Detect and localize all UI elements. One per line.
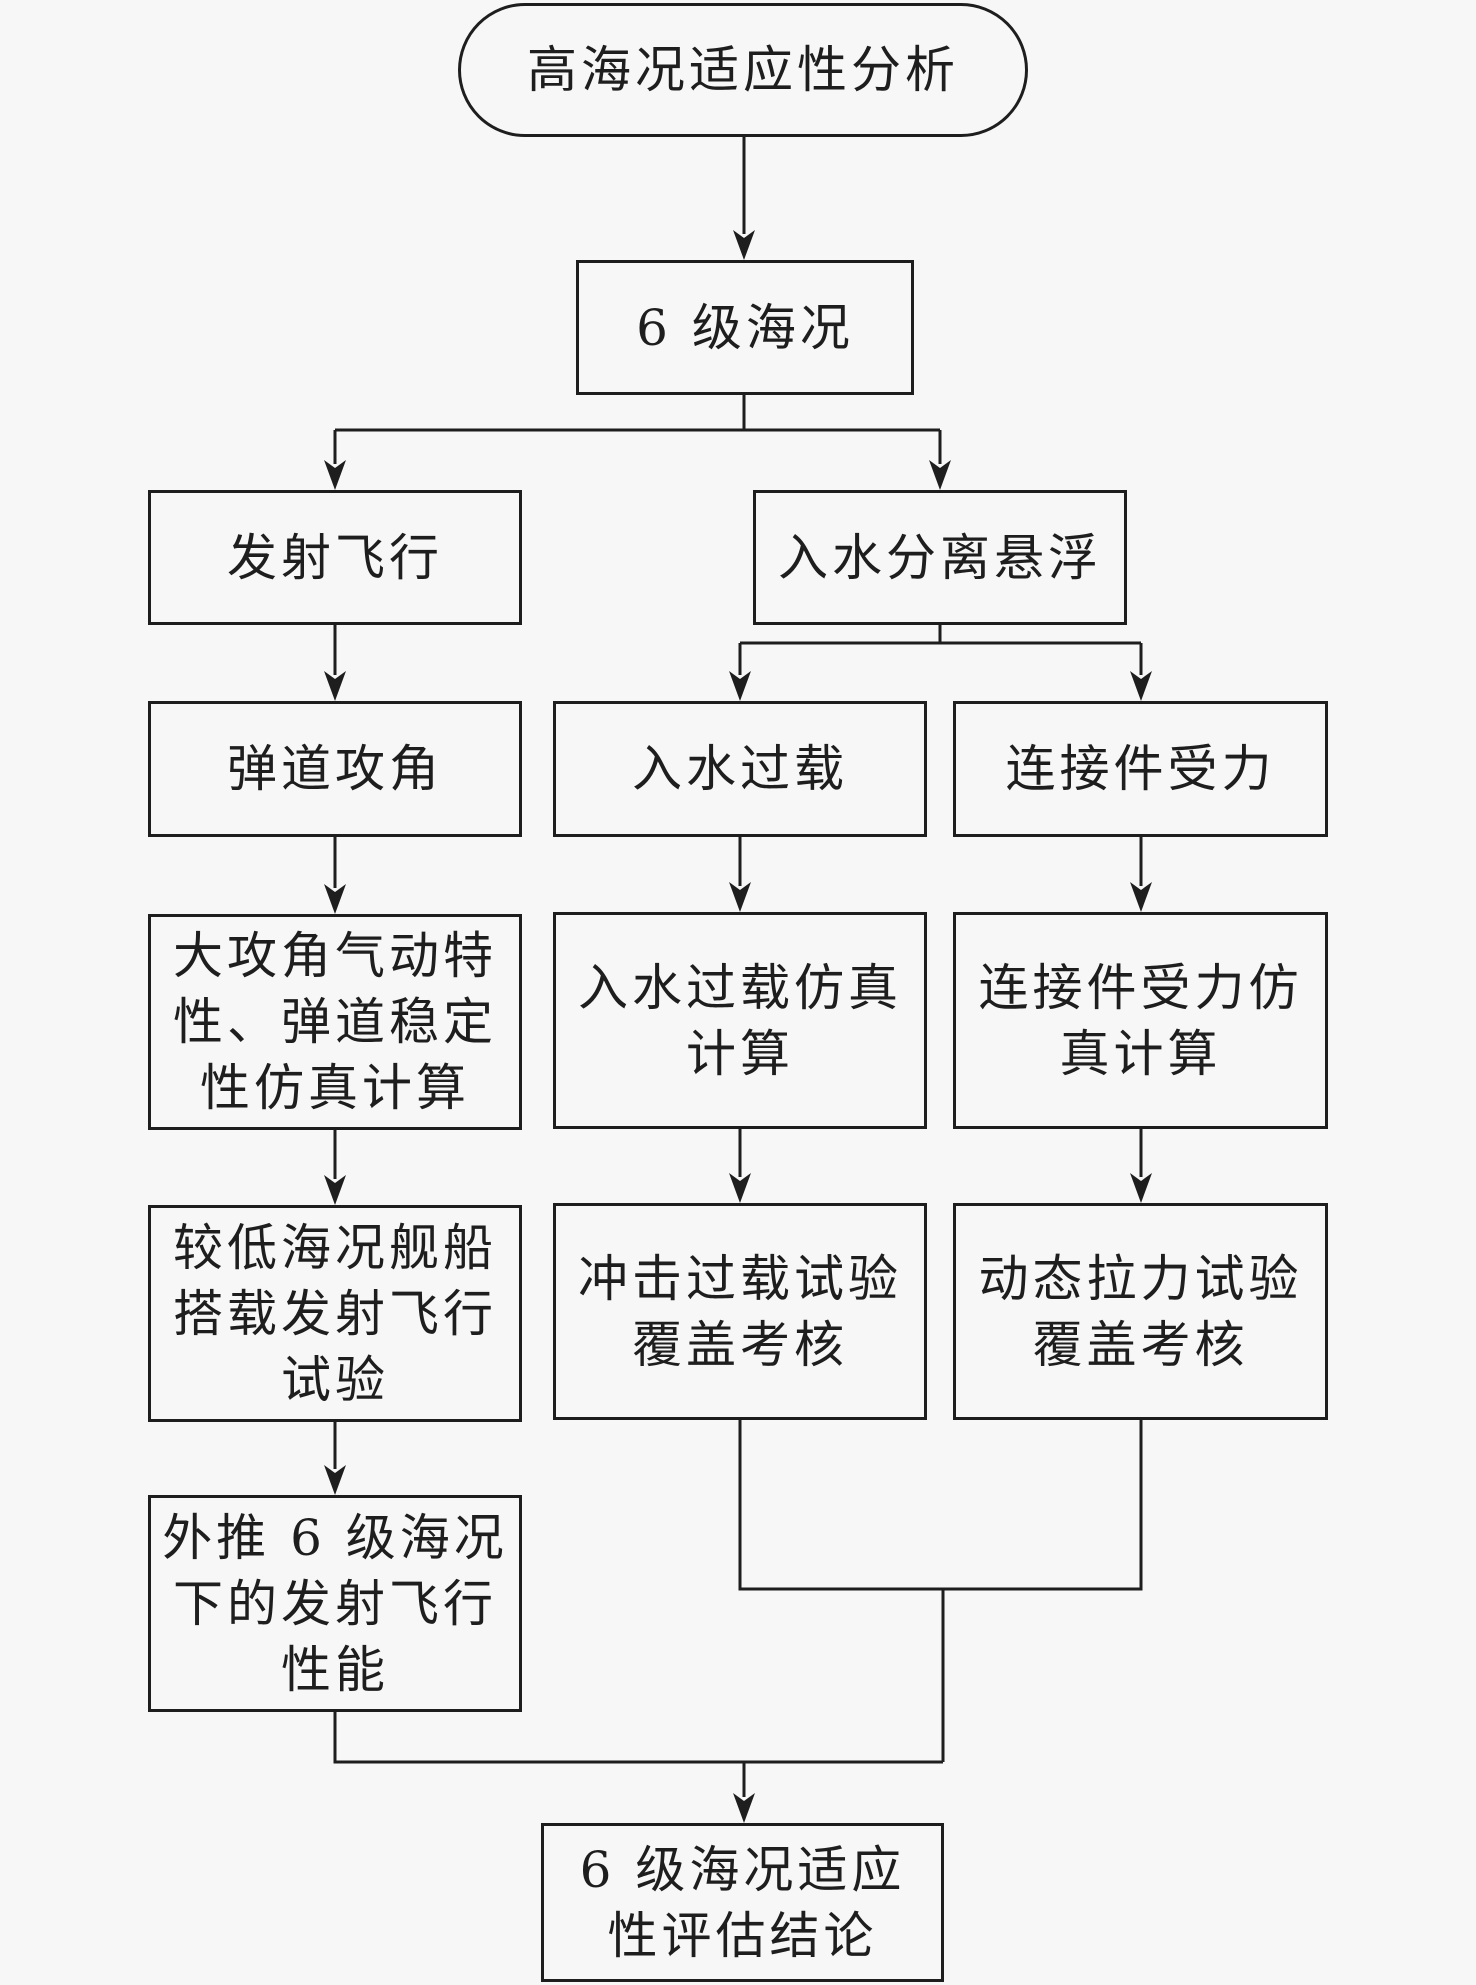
arrowhead: [729, 882, 751, 912]
node-label-line: 性、弹道稳定: [173, 993, 497, 1051]
node-tension-test: 动态拉力试验 覆盖考核: [953, 1203, 1328, 1420]
node-label-line: 真计算: [1059, 1024, 1222, 1083]
node-label: 入水分离悬浮: [778, 528, 1102, 587]
node-label: 发射飞行: [227, 528, 443, 587]
node-entry-overload: 入水过载: [553, 701, 927, 837]
node-label: 弹道攻角: [227, 740, 443, 798]
arrowhead: [324, 671, 346, 701]
node-label: 6 级海况: [636, 298, 854, 357]
node-conclusion: 6 级海况适应 性评估结论: [541, 1823, 944, 1982]
node-label-line: 较低海况舰船: [173, 1218, 497, 1277]
node-label-line: 冲击过载试验: [578, 1249, 902, 1308]
node-label: 高海况适应性分析: [527, 41, 959, 99]
arrowhead: [324, 1175, 346, 1205]
node-label-line: 性能: [281, 1640, 389, 1699]
node-launch-flight: 发射飞行: [148, 490, 522, 625]
node-force-sim: 连接件受力仿 真计算: [953, 912, 1328, 1129]
arrowhead: [729, 1173, 751, 1203]
node-label-line: 性仿真计算: [200, 1059, 470, 1117]
node-label: 连接件受力: [1005, 740, 1276, 798]
node-label-line: 6 级海况适应: [579, 1840, 906, 1899]
node-label-line: 覆盖考核: [1032, 1315, 1249, 1374]
connector-row3-to-row4: [333, 837, 1143, 888]
arrowhead: [733, 230, 755, 260]
arrowhead: [324, 1465, 346, 1495]
node-extrapolate: 外推 6 级海况 下的发射飞行 性能: [148, 1495, 522, 1712]
node-aero-sim: 大攻角气动特 性、弹道稳定 性仿真计算: [148, 914, 522, 1130]
arrowhead: [929, 460, 951, 490]
node-impact-test: 冲击过载试验 覆盖考核: [553, 1203, 927, 1420]
node-label-line: 覆盖考核: [632, 1315, 848, 1374]
node-label-line: 动态拉力试验: [978, 1249, 1303, 1308]
node-label: 入水过载: [632, 740, 848, 798]
node-connector-force: 连接件受力: [953, 701, 1328, 837]
arrowhead: [1130, 1173, 1152, 1203]
node-ballistic-aoa: 弹道攻角: [148, 701, 522, 837]
connector-sea-state-split: [333, 395, 942, 464]
arrowhead: [729, 671, 751, 701]
node-label-line: 外推 6 级海况: [162, 1508, 508, 1567]
connector-row4-to-row5: [333, 1129, 1143, 1179]
node-label-line: 入水过载仿真: [578, 958, 902, 1017]
start-terminator: 高海况适应性分析: [458, 3, 1028, 137]
node-label-line: 下的发射飞行: [173, 1574, 497, 1633]
connector-tests-merge: [738, 1420, 1143, 1762]
arrowhead: [324, 884, 346, 914]
connector-water-entry-split: [738, 625, 1143, 675]
node-label-line: 计算: [686, 1024, 794, 1083]
arrowhead: [324, 460, 346, 490]
arrowhead: [1130, 882, 1152, 912]
node-label-line: 大攻角气动特: [173, 927, 497, 985]
connector-left-merge: [333, 1712, 943, 1764]
node-overload-sim: 入水过载仿真 计算: [553, 912, 927, 1129]
arrowhead: [733, 1793, 755, 1823]
arrowhead: [1130, 671, 1152, 701]
node-label-line: 性评估结论: [607, 1906, 878, 1965]
node-label-line: 连接件受力仿: [978, 958, 1303, 1017]
node-label-line: 搭载发射飞行: [173, 1284, 497, 1343]
node-ship-test: 较低海况舰船 搭载发射飞行 试验: [148, 1205, 522, 1422]
node-label-line: 试验: [281, 1350, 389, 1409]
node-water-entry: 入水分离悬浮: [753, 490, 1127, 625]
node-sea-state: 6 级海况: [576, 260, 914, 395]
